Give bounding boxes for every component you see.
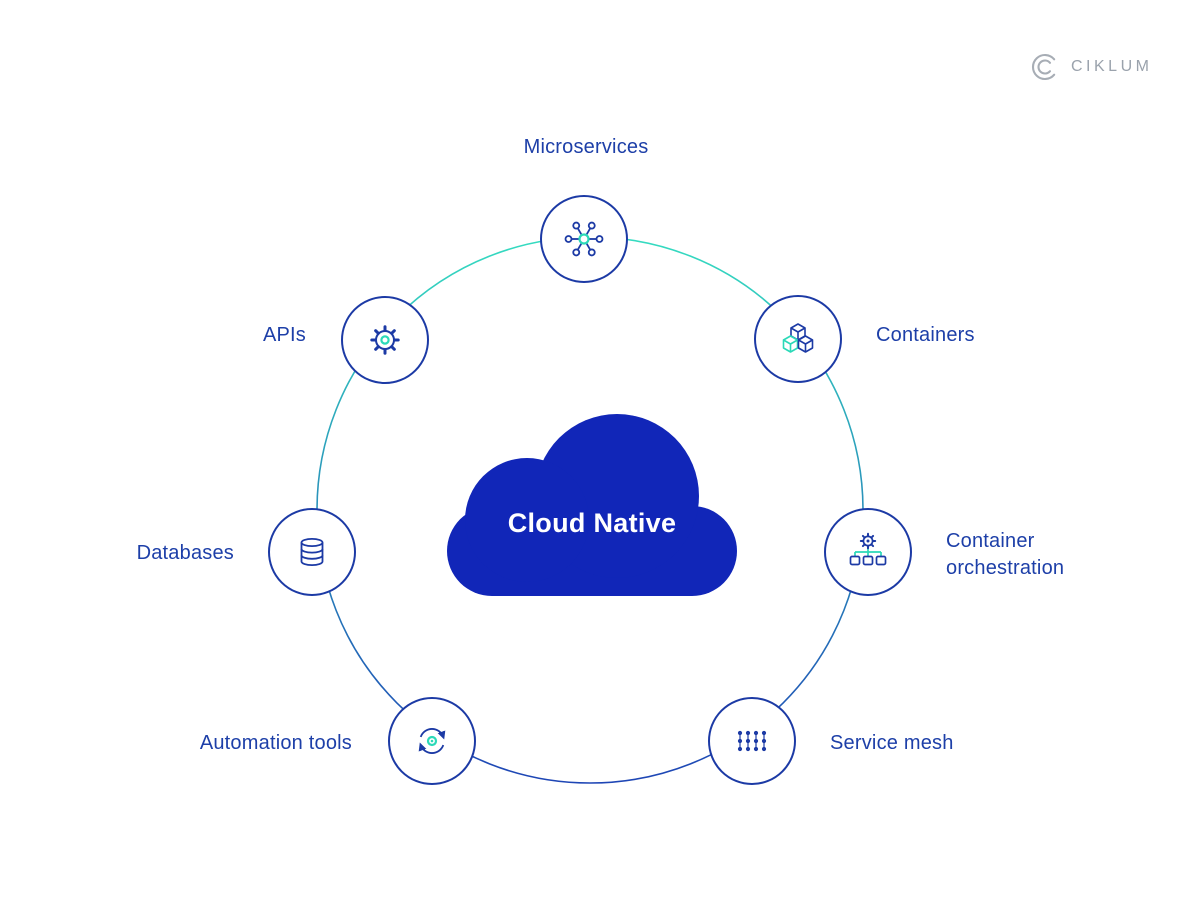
containers-cubes-icon [782,323,814,353]
label-service-mesh: Service mesh [830,732,954,754]
cloud-shape: Cloud Native [447,408,737,596]
label-microservices: Microservices [523,136,649,158]
ciklum-logo: CIKLUM [1028,50,1152,84]
ciklum-logo-icon [1032,53,1056,81]
label-containers: Containers [876,324,975,346]
databases-cylinder-icon [300,537,324,566]
ciklum-logo-text: CIKLUM [1071,58,1153,75]
label-apis: APIs [262,324,306,346]
node-apis [341,296,429,384]
container-orchestration-icon [849,532,887,566]
apis-gear-icon [370,325,400,355]
cloud-icon [447,414,737,596]
automation-tools-icon [418,728,446,754]
node-service-mesh [708,697,796,785]
node-containers [754,295,842,383]
service-mesh-icon [737,730,767,752]
label-container-orchestration: Container orchestration [946,530,1065,579]
node-automation-tools [388,697,476,785]
node-databases [268,508,356,596]
microservices-icon [564,221,604,257]
label-databases: Databases [136,542,234,564]
node-container-orchestration [824,508,912,596]
node-microservices [540,195,628,283]
diagram-title: Cloud Native [507,508,677,538]
label-automation-tools: Automation tools [199,732,352,754]
